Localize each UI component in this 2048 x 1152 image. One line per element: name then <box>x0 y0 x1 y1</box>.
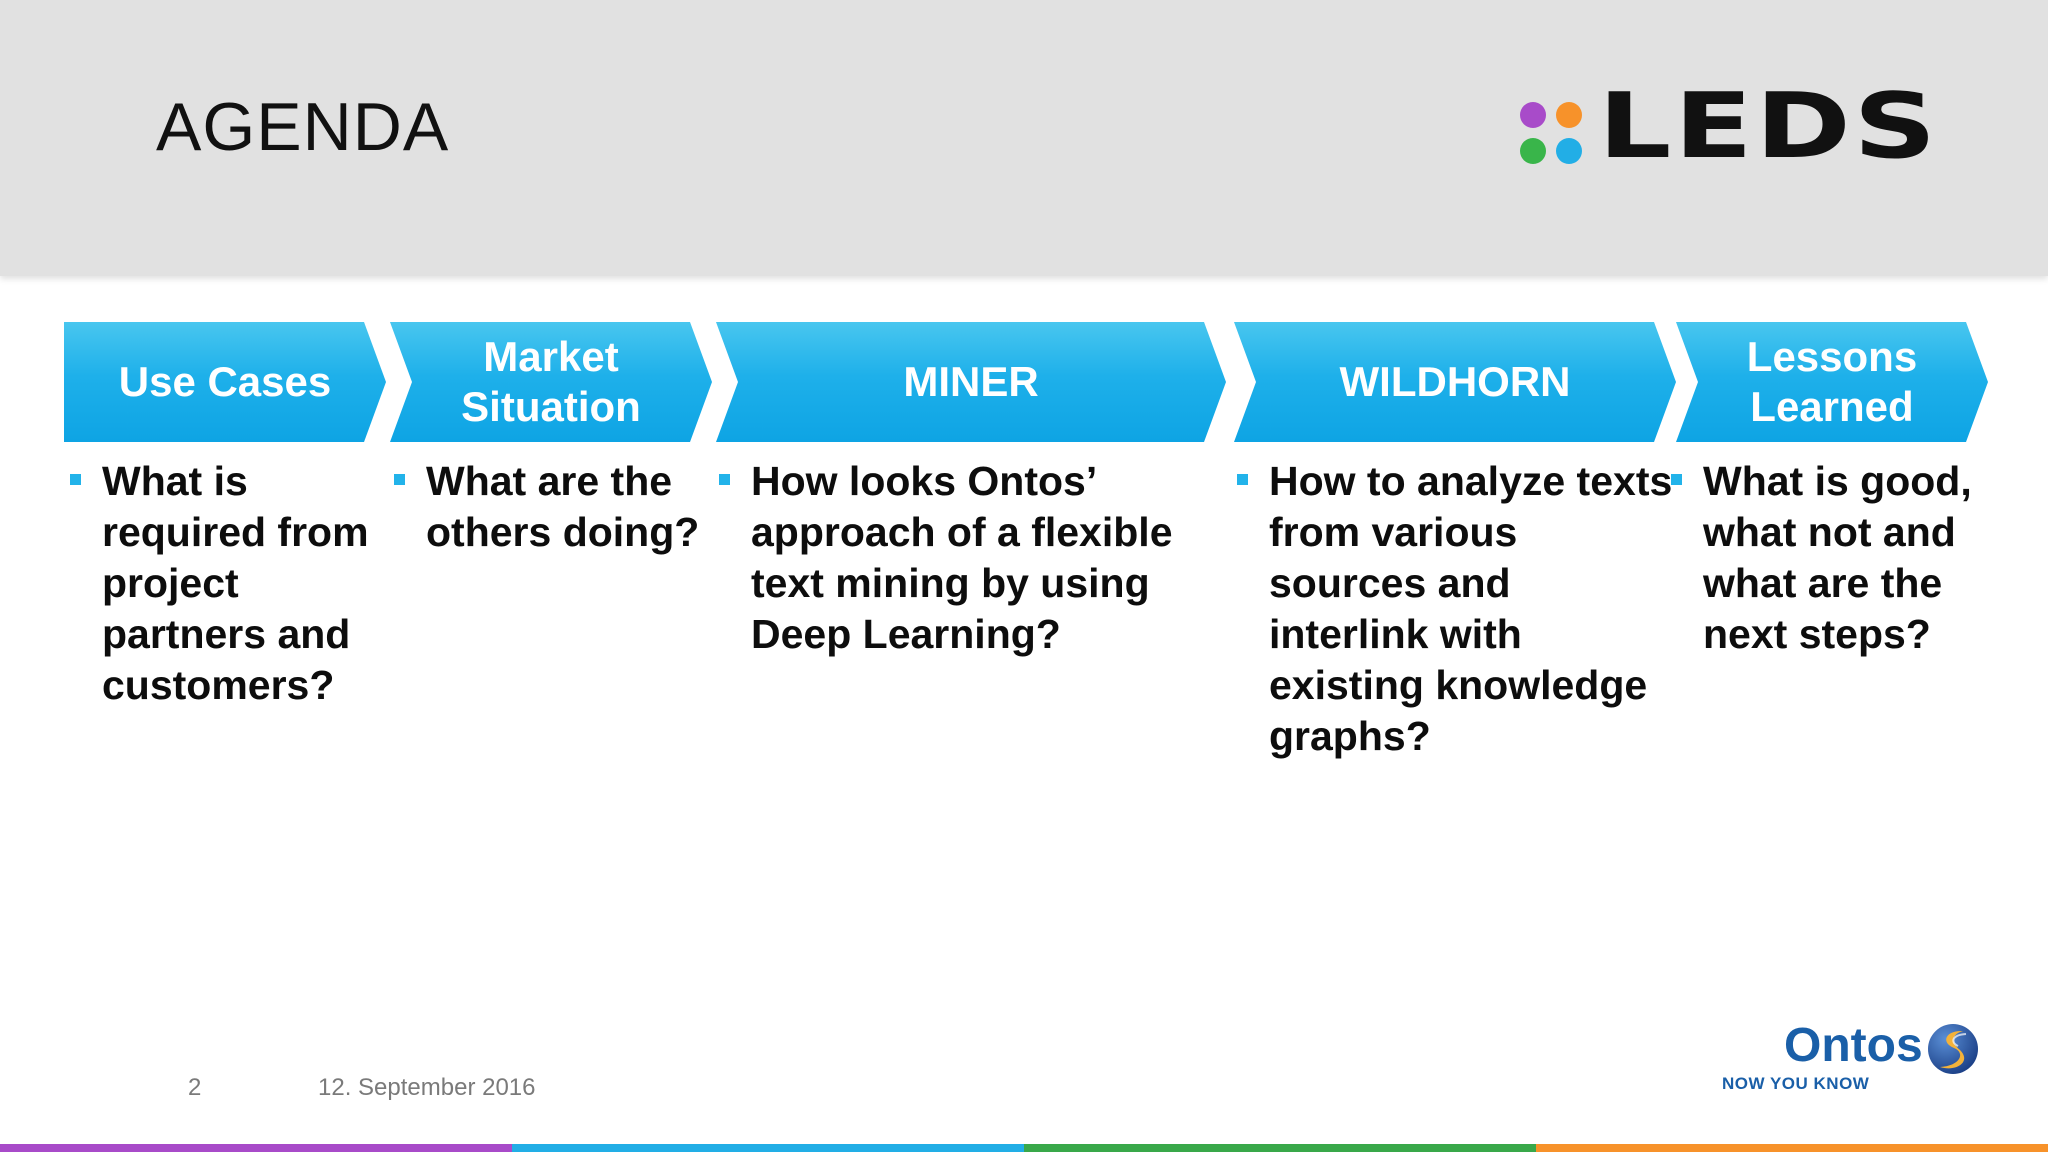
step-label: Lessons Learned <box>1746 332 1918 430</box>
question-text: How to analyze texts from various source… <box>1269 458 1673 759</box>
question-text: What is required from project partners a… <box>102 458 369 708</box>
bar-segment-purple <box>0 1144 512 1152</box>
question-text: What is good, what not and what are the … <box>1703 458 1972 657</box>
bullet-icon <box>70 474 81 485</box>
bar-segment-green <box>1024 1144 1536 1152</box>
slide-date: 12. September 2016 <box>318 1074 536 1101</box>
ontos-tagline: NOW YOU KNOW <box>1722 1074 1870 1093</box>
bar-segment-orange <box>1536 1144 2048 1152</box>
step-lessons-learned: Lessons Learned <box>1676 322 1988 442</box>
ontos-logo: Ontos NOW YOU KNOW <box>1716 1018 1986 1098</box>
question-text: How looks Ontos’ approach of a flexible … <box>751 458 1173 657</box>
leds-dot-purple <box>1520 102 1546 128</box>
question-text: What are the others doing? <box>426 458 700 555</box>
bar-segment-blue <box>512 1144 1024 1152</box>
step-label: Market Situation <box>461 332 641 430</box>
step-label: Use Cases <box>118 357 332 405</box>
leds-logo: LEDS <box>1520 82 1936 172</box>
leds-dot-green <box>1520 138 1546 164</box>
ontos-logo-text: Ontos <box>1784 1019 1923 1072</box>
step-label: MINER <box>903 357 1039 405</box>
slide-title: AGENDA <box>156 89 450 165</box>
slide-header: AGENDA LEDS <box>0 0 2048 276</box>
bottom-color-bar <box>0 1144 2048 1152</box>
step-wildhorn: WILDHORN <box>1234 322 1676 442</box>
step-use-cases: Use Cases <box>64 322 386 442</box>
bullet-icon <box>1671 474 1682 485</box>
leds-dot-orange <box>1556 102 1582 128</box>
bullet-icon <box>394 474 405 485</box>
bullet-icon <box>1237 474 1248 485</box>
leds-logo-text: LEDS <box>1598 74 1939 179</box>
step-market-situation: Market Situation <box>390 322 712 442</box>
leds-dot-blue <box>1556 138 1582 164</box>
step-miner: MINER <box>716 322 1226 442</box>
leds-dots-icon <box>1520 102 1584 166</box>
ontos-globe-icon <box>1928 1024 1978 1074</box>
step-label: WILDHORN <box>1339 357 1571 405</box>
page-number: 2 <box>188 1074 202 1101</box>
bullet-icon <box>719 474 730 485</box>
agenda-steps: Use Cases Market Situation MINER WILDHOR… <box>0 322 2048 446</box>
